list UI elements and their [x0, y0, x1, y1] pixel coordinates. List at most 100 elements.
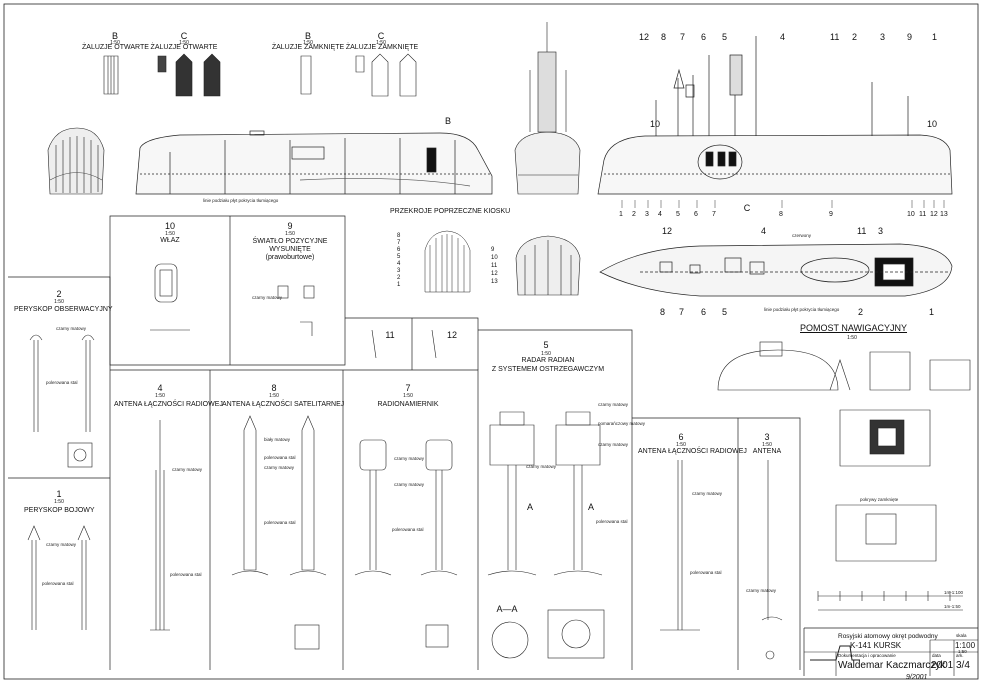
cs-left-2: 2	[397, 275, 401, 281]
view-b-closed-label: ŻALUZJE ZAMKNIĘTE	[271, 44, 345, 51]
detail-10-number: 10	[164, 221, 175, 231]
detail-4-scale: 1:50	[155, 393, 165, 399]
title-block-submarine-icon	[810, 645, 860, 661]
view-c-closed-scale: 1:50	[376, 40, 386, 46]
detail-5-note-3: czarny matowy	[598, 442, 629, 447]
mast-label-3: 3	[880, 32, 886, 42]
detail-2-scale: 1:50	[54, 299, 64, 305]
station-9: 9	[829, 211, 833, 218]
detail-11-number: 11	[385, 330, 395, 340]
detail-3-note: czarny matowy	[746, 588, 777, 593]
kiosk-rear-view	[515, 235, 581, 296]
detail-2-title: PERYSKOP OBSERWACYJNY	[14, 306, 113, 313]
detail-5-note-5: polerowana stal	[596, 519, 628, 524]
title-block-scale-label: skala	[956, 633, 967, 638]
detail-8-scale: 1:50	[269, 393, 279, 399]
detail-8-note-1: biały matowy	[264, 437, 291, 442]
plan-label-3: 3	[878, 226, 884, 236]
station-10: 10	[907, 211, 915, 218]
detail-2-note-2: polerowana stal	[46, 380, 78, 385]
detail-7-note-3: polerowana stal	[392, 527, 424, 532]
title-block-scale-value: 1:100	[955, 641, 976, 650]
section-mark-a-right: A	[588, 502, 595, 512]
detail-1-scale: 1:50	[54, 499, 64, 505]
plan-note-top: czerwony	[792, 233, 812, 238]
kiosk-front-view	[47, 127, 105, 195]
station-1: 1	[619, 211, 623, 218]
detail-7-scale: 1:50	[403, 393, 413, 399]
detail-1-note-1: czarny matowy	[46, 542, 77, 547]
cs-left-5: 5	[397, 254, 401, 260]
mast-label-2: 2	[852, 32, 858, 42]
scale-bar	[817, 591, 963, 611]
cs-right-13: 13	[491, 279, 498, 285]
title-block-year-label: data	[932, 653, 941, 658]
plan-note-bottom: linie podziału płyt pokrycia tłumiącego	[764, 307, 840, 312]
plan-label-8: 8	[660, 307, 666, 317]
detail-6-title: ANTENA ŁĄCZNOŚCI RADIOWEJ	[638, 448, 747, 455]
view-c-closed-label: ŻALUZJE ZAMKNIĘTE	[345, 44, 419, 51]
side-callout-b: B	[444, 116, 451, 126]
station-2: 2	[632, 211, 636, 218]
mast-label-10-left: 10	[650, 119, 661, 129]
detail-6-scale: 1:50	[676, 442, 686, 448]
mast-label-6: 6	[701, 32, 707, 42]
plan-label-1: 1	[929, 307, 935, 317]
station-5: 5	[676, 211, 680, 218]
detail-6-note-2: polerowana stal	[690, 570, 722, 575]
detail-7-title: RADIONAMIERNIK	[377, 401, 439, 408]
detail-5-note-4: czarny matowy	[526, 464, 557, 469]
view-c-open-label: ŻALUZJE OTWARTE	[150, 44, 218, 51]
detail-5-title-2: Z SYSTEMEM OSTRZEGAWCZYM	[491, 366, 605, 373]
detail-1-number: 1	[56, 489, 62, 499]
cs-left-7: 7	[397, 240, 401, 246]
detail-9-title-2: WYSUNIĘTE	[269, 246, 311, 253]
mast-11-12	[371, 329, 437, 359]
cs-right-12: 12	[491, 271, 498, 277]
view-b-open-label: ŻALUZJE OTWARTE	[82, 44, 149, 51]
detail-8-note-2: polerowana stal	[264, 455, 296, 460]
detail-9-title-1: ŚWIATŁO POZYCYJNE	[252, 238, 328, 245]
detail-5-note-1: czarny matowy	[598, 402, 629, 407]
title-block-scale-value-2: 1:50	[958, 649, 967, 654]
station-13: 13	[940, 211, 948, 218]
bridge-drawings	[717, 341, 971, 562]
plan-label-11: 11	[857, 226, 867, 236]
periscope-2-drawing	[29, 334, 95, 468]
plan-label-7: 7	[679, 307, 685, 317]
detail-2-number: 2	[56, 289, 62, 299]
detail-9-number: 9	[287, 221, 293, 231]
mast-label-12: 12	[639, 32, 650, 42]
detail-10-scale: 1:50	[165, 231, 175, 237]
detail-3-number: 3	[764, 432, 770, 442]
detail-7-note-1: czarny matowy	[394, 456, 425, 461]
plan-label-12: 12	[662, 226, 673, 236]
view-c-closed-letter: C	[377, 31, 385, 41]
antenna-6-drawing	[660, 460, 700, 631]
detail-5-title-1: RADAR RADIAN	[521, 357, 575, 364]
detail-6-number: 6	[678, 432, 684, 442]
station-7: 7	[712, 211, 716, 218]
kiosk-side-view	[135, 130, 493, 195]
cs-left-3: 3	[397, 268, 401, 274]
detail-9-title-3: (prawoburtowe)	[265, 254, 315, 261]
plan-label-4: 4	[761, 226, 767, 236]
mast-label-11: 11	[830, 32, 840, 42]
detail-4-note-2: polerowana stal	[170, 572, 202, 577]
view-b-closed-scale: 1:50	[303, 40, 313, 46]
position-light-drawing	[277, 285, 315, 336]
hatch-drawing	[150, 263, 190, 331]
view-b-open-letter: B	[111, 31, 118, 41]
view-c-open-letter: C	[180, 31, 188, 41]
title-block-sheet-label: ark.	[956, 653, 964, 658]
view-b-open-scale: 1:50	[110, 40, 120, 46]
detail-7-note-2: czarny matowy	[394, 482, 425, 487]
detail-4-title: ANTENA ŁĄCZNOŚCI RADIOWEJ	[114, 401, 223, 408]
title-block-sheet: 3/4	[956, 660, 970, 671]
detail-4-note-1: czarny matowy	[172, 467, 203, 472]
radar-drawing	[487, 411, 605, 659]
detail-8-note-3: czarny matowy	[264, 465, 295, 470]
station-6: 6	[694, 211, 698, 218]
